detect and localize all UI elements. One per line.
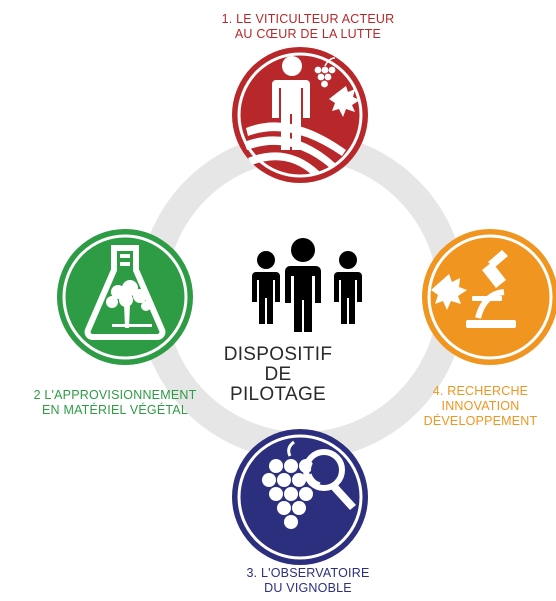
label-observatoire-line2: DU VIGNOBLE <box>264 581 352 595</box>
label-recherche-line2: INNOVATION <box>441 399 520 413</box>
label-approvisionnement-line2: EN MATÉRIEL VÉGÉTAL <box>42 403 188 417</box>
label-approvisionnement-line1: 2 L'APPROVISIONNEMENT <box>33 388 197 402</box>
label-approvisionnement: 2 L'APPROVISIONNEMENT EN MATÉRIEL VÉGÉTA… <box>0 388 230 418</box>
people-group-icon <box>252 238 362 332</box>
center-label: DISPOSITIF DE PILOTAGE <box>218 345 338 405</box>
label-viticulteur-line2: AU CŒUR DE LA LUTTE <box>234 27 382 41</box>
farmer-vineyard-icon <box>244 56 360 175</box>
label-recherche: 4. RECHERCHE INNOVATION DÉVELOPPEMENT <box>405 384 556 429</box>
node-approvisionnement[interactable] <box>57 229 193 365</box>
center-label-line2: DE PILOTAGE <box>229 364 327 405</box>
label-observatoire-line1: 3. L'OBSERVATOIRE <box>246 566 370 580</box>
label-recherche-line3: DÉVELOPPEMENT <box>423 414 538 428</box>
center-label-line1: DISPOSITIF <box>223 344 333 365</box>
node-recherche[interactable] <box>422 229 556 365</box>
label-observatoire: 3. L'OBSERVATOIRE DU VIGNOBLE <box>190 566 426 596</box>
node-observatoire[interactable] <box>232 429 368 565</box>
grapes-magnifier-icon <box>262 440 356 529</box>
label-viticulteur: 1. LE VITICULTEUR ACTEUR AU CŒUR DE LA L… <box>178 12 438 42</box>
label-recherche-line1: 4. RECHERCHE <box>432 384 529 398</box>
node-viticulteur[interactable] <box>232 47 368 183</box>
flask-vine-icon <box>84 245 166 340</box>
microscope-leaf-icon <box>431 250 516 328</box>
label-viticulteur-line1: 1. LE VITICULTEUR ACTEUR <box>221 12 395 26</box>
